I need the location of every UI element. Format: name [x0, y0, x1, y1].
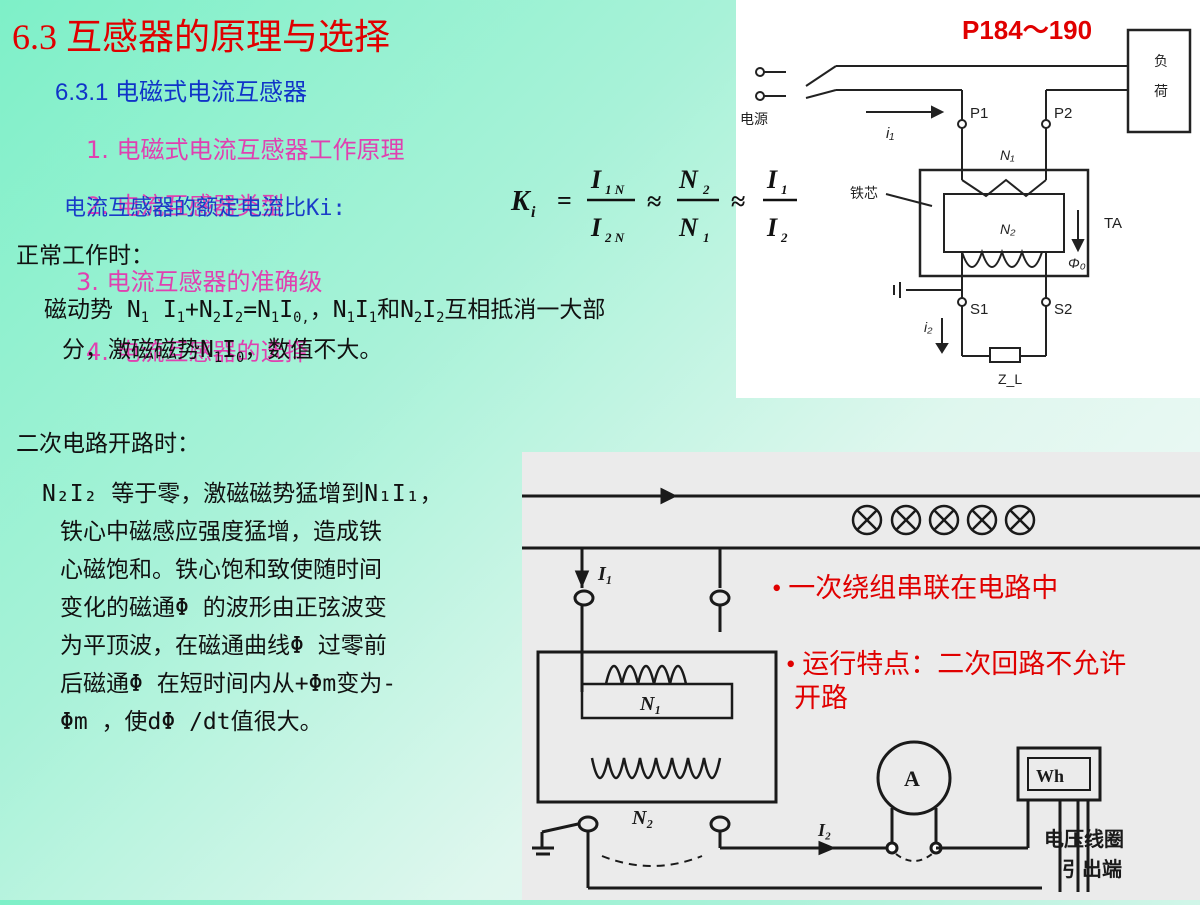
- load-label-1: 负: [1154, 53, 1168, 69]
- para-line-4: 变化的磁通Φ 的波形由正弦波变: [60, 595, 387, 621]
- formula-n1: N: [678, 213, 699, 242]
- core-label: 铁芯: [850, 185, 878, 201]
- para-line-3: 心磁饱和。铁心饱和致使随时间: [60, 557, 382, 583]
- bot-i1-label: I₁: [597, 563, 613, 585]
- outline-item-1[interactable]: 1. 电磁式电流互感器工作原理: [86, 136, 405, 164]
- i1-label: i₁: [886, 125, 894, 142]
- bullet-operation-1: • 运行特点：二次回路不允许: [786, 649, 1127, 679]
- p2-label: P2: [1054, 105, 1072, 122]
- i2-label: i₂: [924, 319, 933, 335]
- voltage-lead-label-2: 引出端: [1062, 858, 1122, 881]
- wh-label: Wh: [1036, 766, 1064, 786]
- formula-i2n: I: [590, 213, 602, 242]
- open-circuit-paragraph: N₂I₂ 等于零，激磁磁势猛增到N₁I₁， 铁心中磁感应强度猛增，造成铁 心磁饱…: [42, 475, 502, 741]
- n1-label: N₁: [1000, 147, 1015, 163]
- formula-n2: N: [678, 165, 699, 194]
- slide-title: 6.3 互感器的原理与选择: [12, 17, 391, 57]
- current-ratio-formula: K i = I 1 N I 2 N ≈ N 2 N 1 ≈ I 1 I 2: [510, 165, 797, 245]
- s1-label: S1: [970, 301, 988, 318]
- page-reference: P184～190: [962, 15, 1093, 45]
- formula-approx-2: ≈: [731, 187, 745, 216]
- formula-i2: I: [766, 213, 778, 242]
- svg-text:1 N: 1 N: [605, 182, 625, 197]
- phi0-label: Φ₀: [1068, 255, 1086, 271]
- formula-approx-1: ≈: [647, 187, 661, 216]
- formula-k-sub: i: [531, 204, 536, 221]
- outline-item-3[interactable]: 3. 电流互感器的准确级: [76, 268, 323, 296]
- svg-text:2: 2: [702, 182, 710, 197]
- svg-text:1: 1: [703, 230, 710, 245]
- n2-label: N₂: [1000, 221, 1016, 237]
- ta-label: TA: [1104, 215, 1122, 232]
- ammeter-label: A: [904, 766, 920, 791]
- bot-n1-label: N₁: [639, 693, 661, 715]
- ct-wiring-figure: I₁ N₁ N₂ I₂ A Wh: [522, 452, 1200, 900]
- para-line-5: 为平顶波，在磁通曲线Φ 过零前: [60, 633, 387, 659]
- outline-item-4[interactable]: 4. 电流互感器的选择: [86, 338, 309, 366]
- bullet-operation-2: 开路: [794, 683, 848, 713]
- ct-schematic-figure: 负 荷 电源 i₁ P1 P2 N₁ N₂ 铁芯: [736, 0, 1200, 398]
- source-label: 电源: [740, 111, 768, 127]
- svg-text:1: 1: [781, 182, 788, 197]
- formula-i1: I: [766, 165, 778, 194]
- ki-label: 电流互感器的额定电流比Ki:: [64, 196, 346, 221]
- bot-n2-label: N₂: [631, 807, 653, 829]
- section-subtitle: 6.3.1 电磁式电流互感器: [55, 79, 308, 106]
- zl-label: Z_L: [998, 371, 1022, 387]
- para-line-2: 铁心中磁感应强度猛增，造成铁: [60, 519, 382, 545]
- para-line-1: N₂I₂ 等于零，激磁磁势猛增到N₁I₁，: [42, 481, 443, 507]
- bot-i2-label: I₂: [817, 820, 831, 840]
- bullet-primary-series: • 一次绕组串联在电路中: [772, 573, 1059, 603]
- normal-line-1: 磁动势 N1 I1+N2I2=N1I0,，N1I1和N2I2互相抵消一大部: [44, 297, 606, 326]
- load-label-2: 荷: [1154, 83, 1168, 99]
- voltage-lead-label-1: 电压线圈: [1044, 827, 1124, 851]
- outline-item-2[interactable]: 2. 电流互感器类型: [86, 192, 285, 220]
- s2-label: S2: [1054, 301, 1072, 318]
- open-heading: 二次电路开路时：: [16, 431, 200, 457]
- p1-label: P1: [970, 105, 988, 122]
- formula-k: K: [510, 186, 532, 217]
- normal-heading: 正常工作时：: [16, 243, 154, 269]
- svg-text:2: 2: [780, 230, 788, 245]
- para-line-6: 后磁通Φ 在短时间内从+Φm变为-: [60, 671, 397, 697]
- formula-eq: =: [557, 186, 572, 215]
- formula-i1n: I: [590, 165, 602, 194]
- normal-line-2: 分，激磁磁势N1I0，数值不大。: [62, 337, 383, 366]
- svg-text:2 N: 2 N: [604, 230, 625, 245]
- para-line-7: Φm ，使dΦ /dt值很大。: [60, 709, 323, 735]
